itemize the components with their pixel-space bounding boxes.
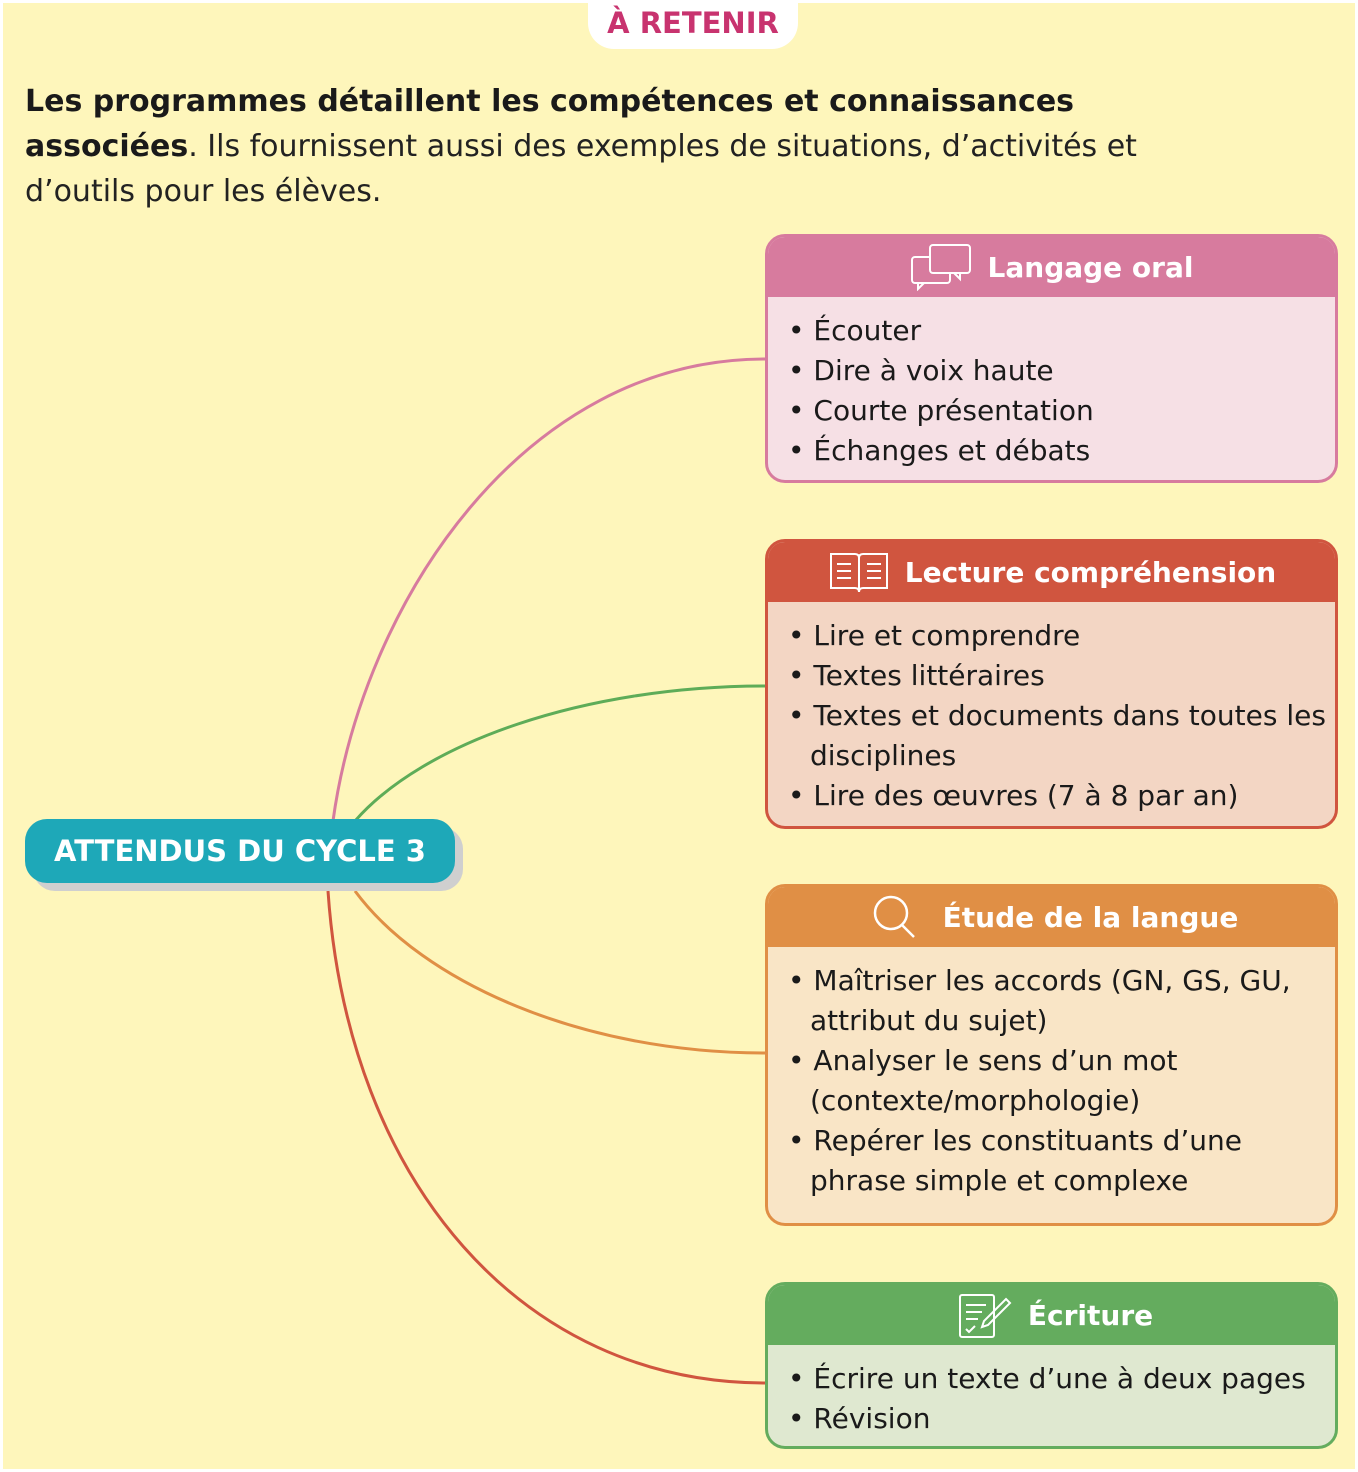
box-header: Langage oral (768, 237, 1335, 297)
box-header: Écriture (768, 1285, 1335, 1345)
list-item: Courte présentation (788, 391, 1335, 431)
list-item: Lire et comprendre (788, 616, 1335, 656)
list-item: Écouter (788, 311, 1335, 351)
intro-rest: . Ils fournissent aussi des exemples de … (25, 129, 1137, 209)
link-etude-langue (353, 890, 766, 1055)
box-title: Lecture compréhension (904, 555, 1277, 589)
list-item: Lire des œuvres (7 à 8 par an) (788, 776, 1335, 816)
a-retenir-badge: À RETENIR (588, 3, 798, 49)
box-title: Langage oral (987, 250, 1194, 284)
list-item: Écrire un texte d’une à deux pages (788, 1359, 1335, 1399)
writing-icon (958, 1294, 1012, 1338)
box-ecriture: Écriture Écrire un texte d’une à deux pa… (765, 1282, 1338, 1449)
link-lecture (353, 684, 766, 822)
list-item: Textes et documents dans toutes les disc… (788, 696, 1335, 776)
intro-text: Les programmes détaillent les compétence… (25, 79, 1225, 214)
link-ecriture (326, 890, 766, 1385)
box-title: Écriture (1027, 1298, 1154, 1332)
list-item: Échanges et débats (788, 431, 1335, 471)
list-item: Repérer les constituants d’une phrase si… (788, 1121, 1335, 1201)
list-item: Textes littéraires (788, 656, 1335, 696)
box-header: Lecture compréhension (768, 542, 1335, 602)
link-langage-oral (331, 357, 766, 822)
box-etude-langue: Étude de la langue Maîtriser les accords… (765, 884, 1338, 1226)
magnifier-icon (873, 895, 915, 938)
intro-bold: Les programmes détaillent les compétence… (25, 84, 1075, 164)
list-item: Maîtriser les accords (GN, GS, GU, attri… (788, 961, 1335, 1041)
box-title: Étude de la langue (942, 900, 1239, 934)
center-node: ATTENDUS DU CYCLE 3 (25, 819, 455, 883)
connector-lines (326, 357, 766, 1385)
open-book-icon (829, 553, 888, 593)
list-item: Analyser le sens d’un mot (contexte/morp… (788, 1041, 1335, 1121)
box-langage-oral: Langage oral ÉcouterDire à voix hauteCou… (765, 234, 1338, 483)
list-item: Dire à voix haute (788, 351, 1335, 391)
box-header: Étude de la langue (768, 887, 1335, 947)
list-item: Révision (788, 1399, 1335, 1439)
box-lecture: Lecture compréhension Lire et comprendre… (765, 539, 1338, 829)
speech-bubbles-icon (910, 244, 971, 291)
